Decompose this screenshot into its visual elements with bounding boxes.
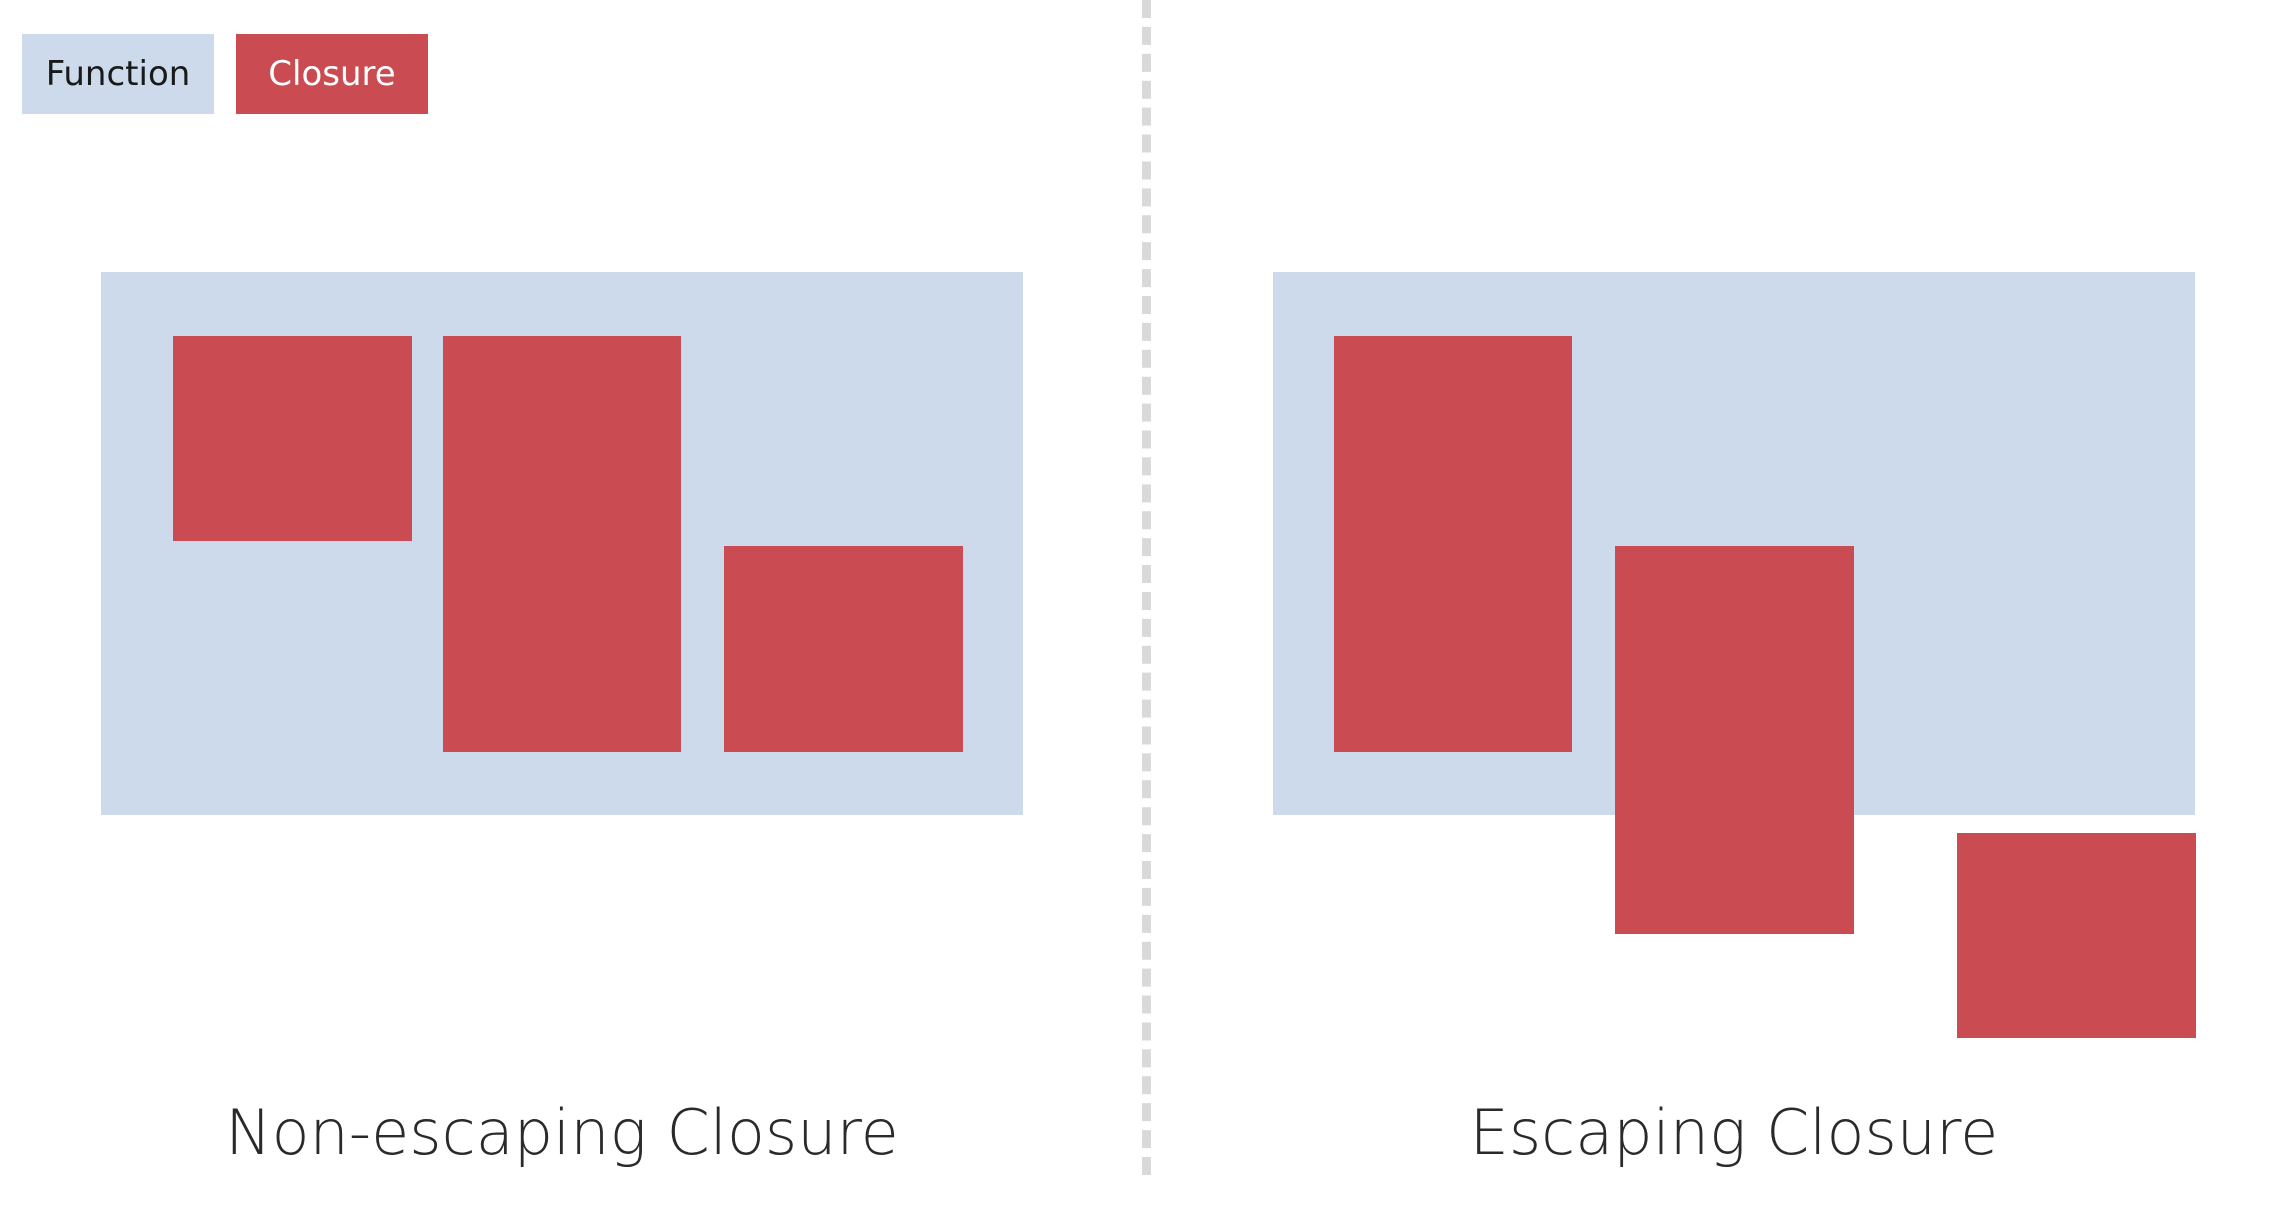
left-closure-block-1 [173,336,412,541]
legend-function: Function [22,34,214,114]
panel-divider [1142,0,1151,1175]
right-closure-block-3 [1957,833,2196,1038]
right-panel-title: Escaping Closure [1469,1096,1999,1169]
legend-function-label: Function [45,54,191,94]
left-panel-title: Non-escaping Closure [225,1096,899,1169]
legend-closure-label: Closure [268,54,396,94]
left-closure-block-2 [443,336,681,752]
left-closure-block-3 [724,546,963,752]
right-closure-block-2 [1615,546,1854,934]
legend-closure: Closure [236,34,428,114]
right-closure-block-1 [1334,336,1572,752]
